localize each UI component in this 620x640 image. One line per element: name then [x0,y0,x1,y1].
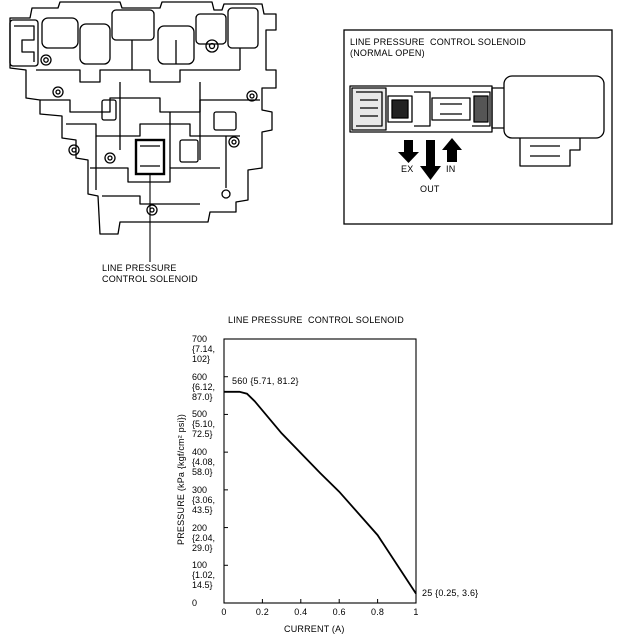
port-ex-arrow [398,140,419,163]
valve-body-illustration [9,1,277,235]
port-out-label: OUT [420,184,440,194]
chart-ticks [223,338,417,604]
y-tick-label: 700 {7.14, 102} [192,334,216,364]
x-tick-label: 0.6 [332,607,346,617]
x-tick-label: 0.2 [255,607,269,617]
x-tick-label: 0 [221,607,227,617]
y-tick-label: 500 {5.10, 72.5} [192,409,216,440]
y-tick-label: 400 {4.08, 58.0} [192,447,216,478]
y-tick-label: 600 {6.12, 87.0} [192,371,216,402]
solenoid-cutaway-illustration [349,75,605,167]
annotation-min-pressure: 25 {0.25, 3.6} [422,587,479,598]
valve-body-callout-label: LINE PRESSURE CONTROL SOLENOID [102,263,198,284]
port-in-label: IN [446,164,456,174]
y-tick-label: 0 [192,598,198,608]
solenoid-detail-frame [343,29,613,225]
y-tick-label: 100 {1.02, 14.5} [192,560,216,591]
x-tick-label: 0.8 [371,607,385,617]
solenoid-detail-title: LINE PRESSURE CONTROL SOLENOID (NORMAL O… [350,37,526,58]
port-in-arrow [442,138,462,162]
port-ex-label: EX [401,164,414,174]
chart-title: LINE PRESSURE CONTROL SOLENOID [228,315,404,325]
chart-x-axis-label: CURRENT (A) [284,624,345,634]
port-out-arrow [420,140,441,180]
x-tick-label: 1 [413,607,419,617]
chart-axes [223,338,417,604]
y-tick-label: 300 {3.06, 43.5} [192,484,216,515]
x-tick-label: 0.4 [294,607,308,617]
y-tick-label: 200 {2.04, 29.0} [192,522,216,553]
solenoid-highlight [134,138,166,176]
annotation-max-pressure: 560 {5.71, 81.2} [232,375,299,386]
chart-y-axis-label: PRESSURE (kPa {kgf/cm² psi}) [176,413,186,545]
chart-series-line [224,390,417,595]
